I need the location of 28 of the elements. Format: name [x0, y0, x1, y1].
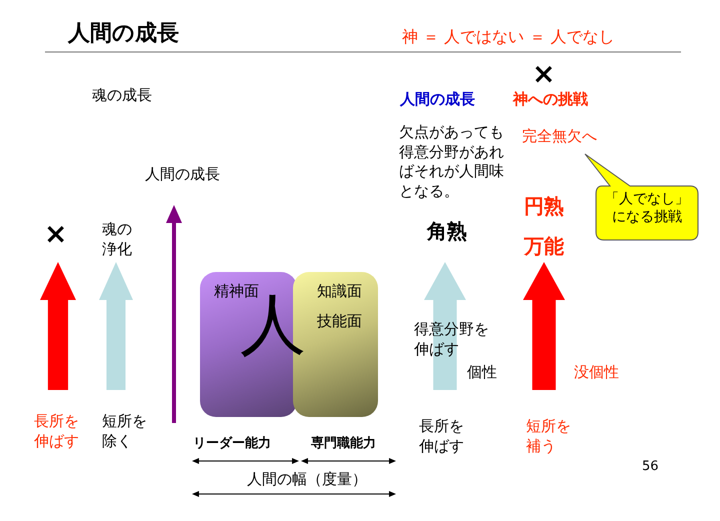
bubble-text: 「人でなし」になる挑戦: [604, 190, 690, 226]
label: リーダー能力: [193, 436, 271, 453]
label: 人間の成長: [145, 165, 220, 184]
label: 短所を補う: [526, 417, 572, 456]
equation-text: 神 ＝ 人ではない ＝ 人でなし: [402, 27, 614, 48]
aspect-label: 技能面: [317, 312, 362, 331]
description-text: 欠点があっても得意分野があればそれが人間味となる。: [399, 123, 505, 201]
label: 個性: [467, 363, 497, 382]
heading: 人間の成長: [400, 90, 475, 110]
label: 専門職能力: [311, 436, 376, 453]
label: 魂の成長: [92, 86, 152, 106]
label: 長所を伸ばす: [419, 417, 465, 456]
label: 得意分野を伸ばす: [414, 320, 490, 359]
label: 完全無欠へ: [522, 127, 597, 146]
label: 円熟: [524, 193, 564, 219]
page-number: 56: [642, 459, 659, 476]
aspect-label: 知識面: [317, 282, 362, 301]
heading: 神への挑戦: [513, 90, 588, 110]
label: 没個性: [574, 363, 619, 382]
label: 万能: [524, 233, 564, 259]
label: 魂の浄化: [102, 220, 133, 259]
cross-mark: ×: [532, 56, 556, 92]
title: 人間の成長: [68, 20, 179, 48]
label: 長所を伸ばす: [34, 412, 80, 451]
label: 角熟: [427, 218, 467, 244]
cross-mark: ×: [44, 216, 68, 252]
label: 人間の幅（度量）: [247, 470, 367, 490]
label: 短所を除く: [102, 412, 148, 451]
